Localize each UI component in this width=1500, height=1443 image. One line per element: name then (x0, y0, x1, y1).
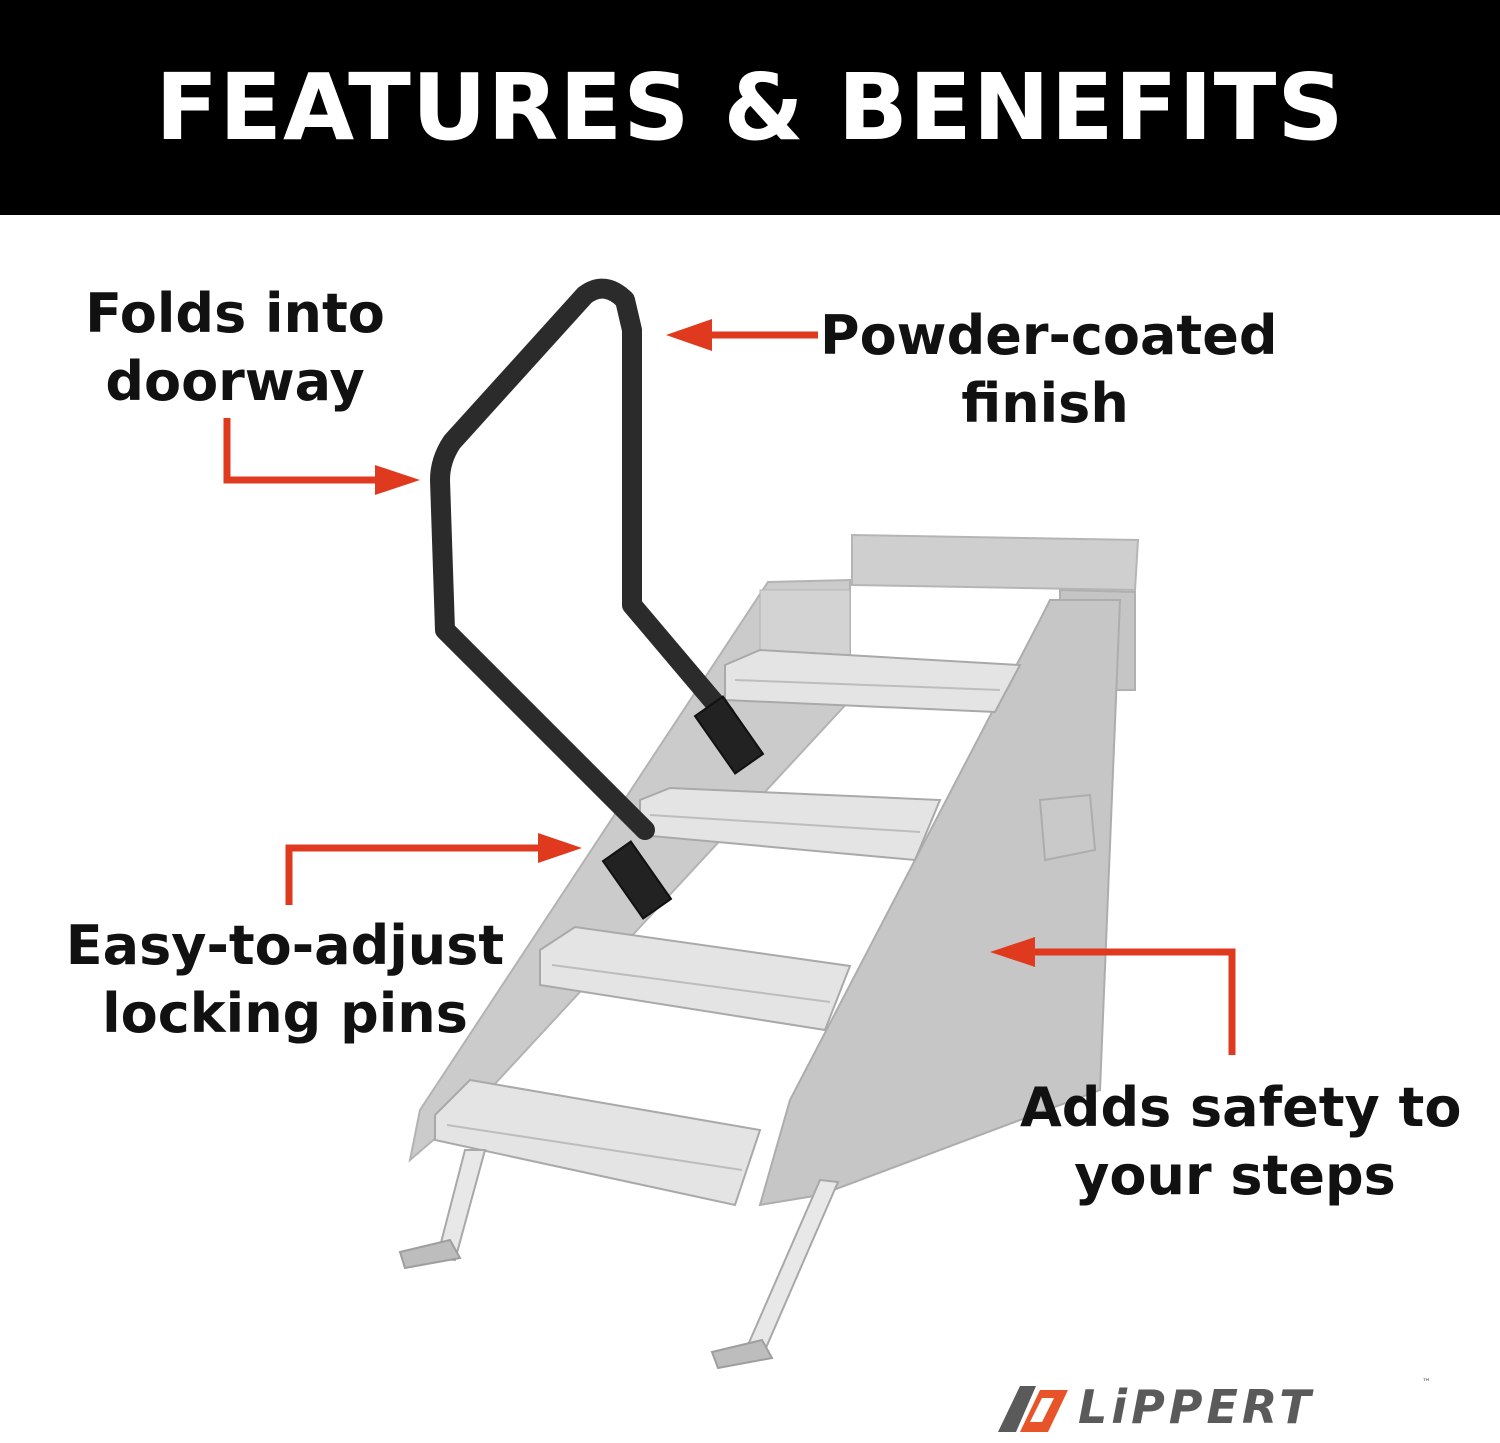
callout-adds-safety: Adds safety to your steps (1020, 1074, 1462, 1210)
arrow-folds (223, 418, 420, 495)
lippert-logo: LiPPERT ™ (990, 1378, 1440, 1438)
callout-line: your steps (1074, 1144, 1396, 1207)
callout-line: Adds safety to (1020, 1076, 1462, 1139)
arrow-safety (990, 937, 1236, 1055)
step-tread (539, 925, 852, 1032)
callout-powder-coated-finish: Powder-coated finish (820, 302, 1278, 438)
arrow-powder (666, 319, 818, 351)
callout-line: Powder-coated (820, 304, 1278, 367)
callout-line: Folds into (85, 282, 385, 345)
callout-locking-pins: Easy-to-adjust locking pins (60, 912, 510, 1048)
lippert-logo-icon (998, 1386, 1068, 1432)
step-tread (434, 1078, 762, 1207)
logo-trademark: ™ (1422, 1378, 1431, 1388)
handrail-image (430, 278, 765, 920)
logo-wordmark: LiPPERT (1078, 1380, 1315, 1434)
header-banner: FEATURES & BENEFITS (0, 0, 1500, 215)
arrow-pins (285, 833, 582, 905)
callout-line: doorway (105, 350, 365, 413)
page-title: FEATURES & BENEFITS (155, 54, 1345, 161)
step-tread (724, 648, 1022, 714)
callout-line: finish (961, 372, 1129, 435)
callout-line: locking pins (102, 982, 468, 1045)
callout-folds-into-doorway: Folds into doorway (60, 280, 410, 416)
callout-line: Easy-to-adjust (65, 914, 505, 977)
